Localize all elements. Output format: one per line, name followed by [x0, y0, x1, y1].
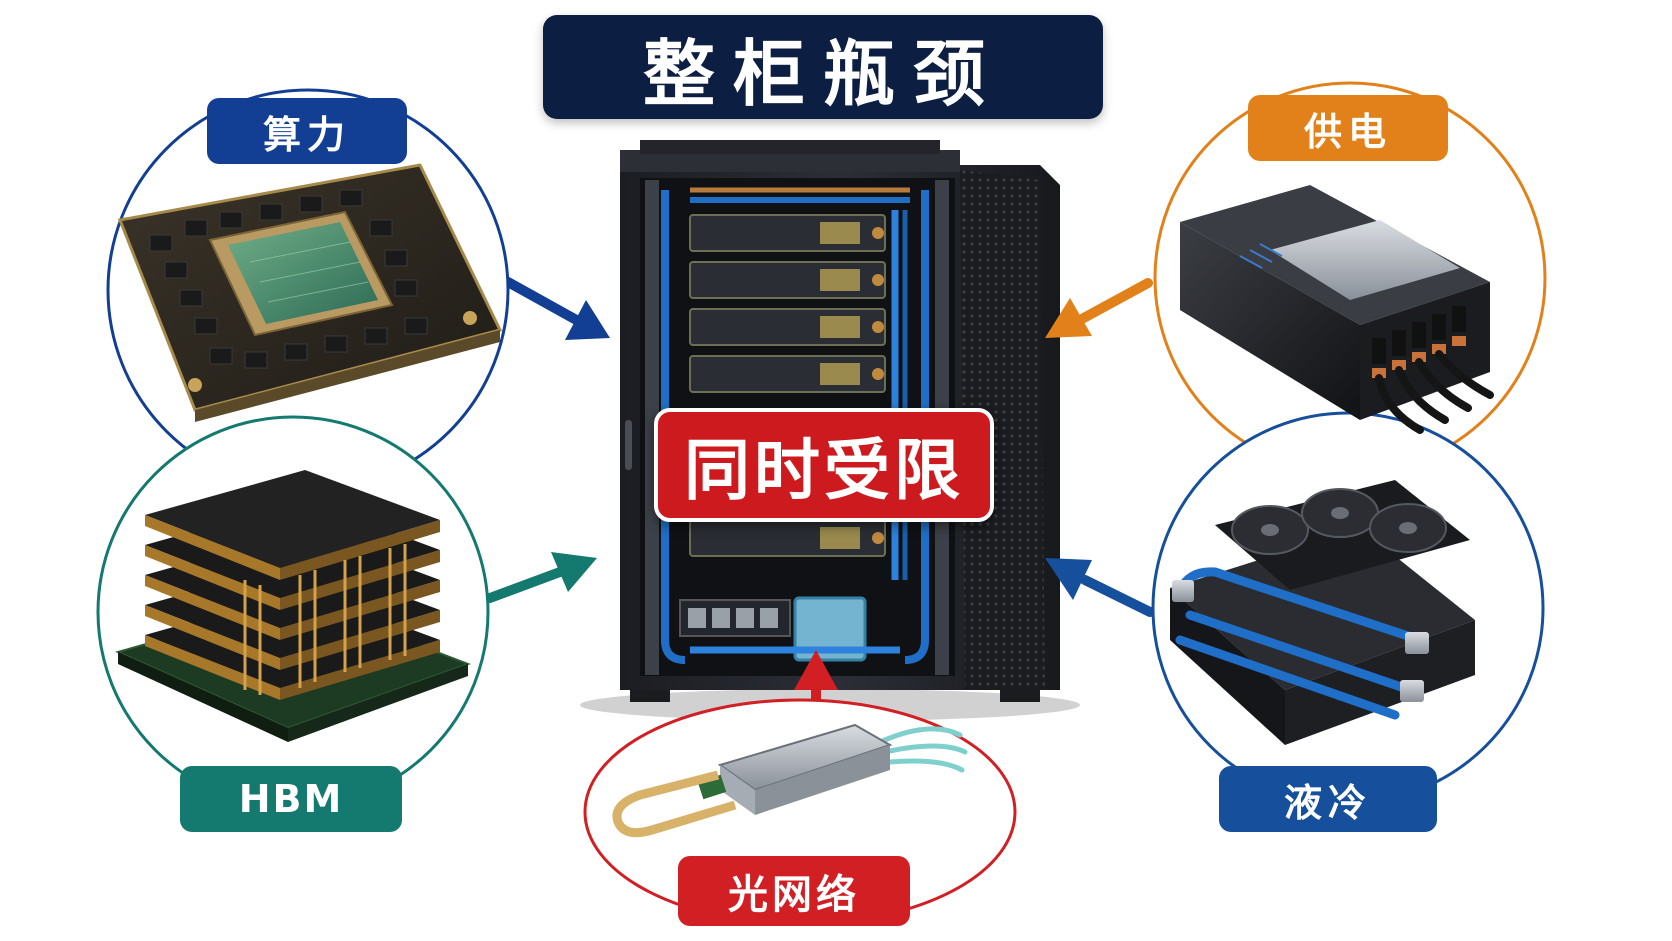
arrow-power-to-rack [1045, 278, 1153, 338]
arrow-compute-to-rack [503, 277, 610, 340]
center-constraint-badge: 同时受限 [654, 408, 994, 522]
label-optical-network: 光网络 [678, 856, 910, 926]
hbm-memory-stack-icon [115, 470, 471, 742]
optical-transceiver-icon [612, 723, 968, 838]
power-supply-icon [1180, 185, 1494, 434]
arrow-hbm-to-rack [485, 552, 597, 603]
page-title: 整柜瓶颈 [543, 15, 1103, 119]
liquid-cooling-module-icon [1170, 480, 1475, 745]
label-compute: 算力 [207, 98, 407, 164]
label-power: 供电 [1248, 95, 1448, 161]
gpu-chip-icon [117, 163, 503, 422]
arrow-cooling-to-rack [1045, 558, 1155, 617]
label-cooling: 液冷 [1219, 766, 1437, 832]
label-hbm: HBM [180, 766, 402, 832]
